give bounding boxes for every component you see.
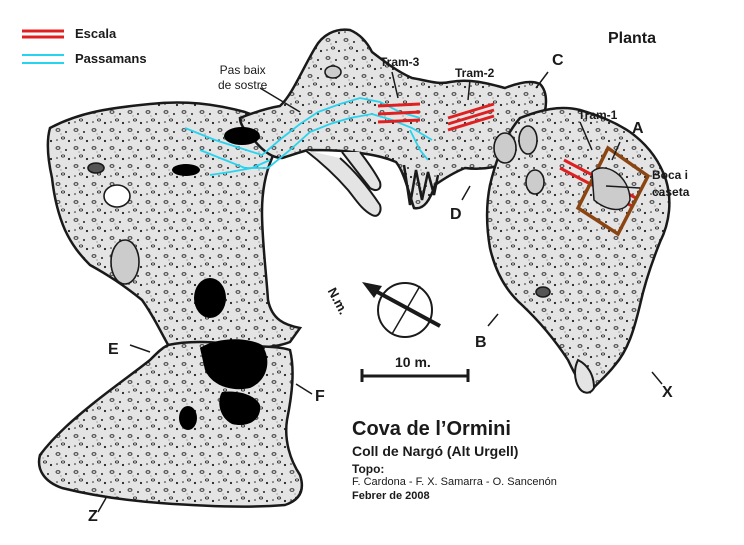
entrance-line2: caseta — [652, 185, 690, 199]
entrance-cabin — [575, 145, 651, 237]
entrance-label: Boca i caseta — [652, 167, 689, 201]
entrance-line1: Boca i — [652, 168, 689, 182]
branch-passage-upper — [341, 151, 382, 191]
topo-heading: Topo: — [352, 462, 385, 476]
north-arrow — [362, 282, 441, 338]
scale-label: 10 m. — [395, 354, 431, 370]
point-e: E — [108, 341, 119, 358]
point-x: X — [662, 384, 673, 401]
scale-bar — [360, 369, 470, 382]
spur-x — [574, 358, 596, 394]
point-c: C — [552, 52, 564, 69]
branch-passage-lower — [304, 149, 382, 217]
legend-handrail-swatch — [22, 54, 64, 64]
point-f: F — [315, 388, 325, 405]
plan-title: Planta — [608, 30, 657, 47]
legend-stairs-swatch — [22, 29, 64, 39]
survey-date: Febrer de 2008 — [352, 490, 430, 502]
point-z: Z — [88, 508, 98, 525]
leader-lines — [97, 71, 663, 513]
low-ceiling-line1: Pas baix — [219, 63, 266, 77]
point-b: B — [475, 334, 487, 351]
low-ceiling-label: Pas baix de sostre — [218, 63, 267, 93]
low-ceiling-line2: de sostre — [218, 78, 268, 92]
rock-blocks — [87, 65, 551, 298]
legend-handrail-label: Passamans — [75, 51, 147, 66]
topo-authors: F. Cardona - F. X. Samarra - O. Sancenón — [352, 476, 557, 488]
point-a: A — [632, 120, 644, 137]
cave-location: Coll de Nargó (Alt Urgell) — [352, 443, 519, 459]
tram-2-label: Tram-2 — [455, 66, 495, 80]
entrance-shaft — [591, 167, 631, 211]
tram-3-label: Tram-3 — [380, 55, 420, 69]
stalactite-fingers — [402, 164, 440, 206]
water-pools — [172, 127, 268, 430]
cave-title: Cova de l’Ormini — [352, 418, 511, 440]
tram-1-label: Tram-1 — [578, 108, 618, 122]
point-d: D — [450, 206, 462, 223]
legend-stairs-label: Escala — [75, 26, 117, 41]
